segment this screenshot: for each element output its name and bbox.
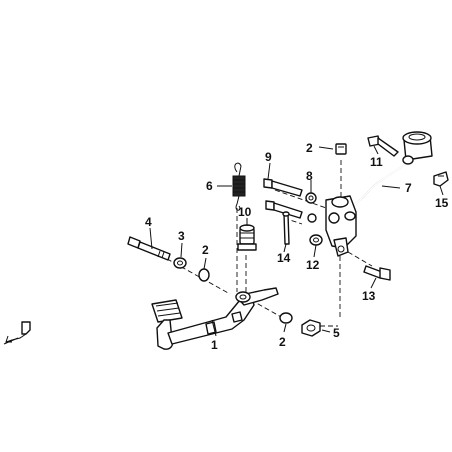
- brake-pedal: [151, 287, 279, 350]
- callout-11: 11: [370, 155, 383, 169]
- callout-5: 5: [333, 326, 340, 340]
- callout-2-lower: 2: [279, 335, 286, 349]
- callout-2-top: 2: [306, 141, 313, 155]
- callout-7: 7: [405, 181, 412, 195]
- mounting-bolt-9-lower: [265, 200, 303, 219]
- brake-hose-7: [345, 161, 409, 211]
- callout-2-upper: 2: [202, 243, 209, 257]
- callout-3: 3: [178, 229, 185, 243]
- callouts: 1 2 2 2 3 4 5 6 7 8 9 10 11 12 13 14 15: [145, 141, 449, 352]
- callout-6: 6: [206, 179, 213, 193]
- callout-15: 15: [435, 196, 449, 210]
- o-ring-8: [305, 192, 317, 223]
- clip-15: [433, 171, 449, 187]
- callout-13: 13: [362, 289, 376, 303]
- callout-8: 8: [306, 169, 313, 183]
- washer-2-upper: [198, 268, 210, 282]
- callout-1: 1: [211, 338, 218, 352]
- master-cylinder: [325, 195, 357, 257]
- bolt-2-top: [335, 143, 347, 155]
- washer-3: [173, 257, 187, 269]
- washer-2-lower: [279, 312, 293, 324]
- banjo-bolt-11: [367, 135, 399, 157]
- callout-10: 10: [238, 205, 252, 219]
- washer-12: [309, 234, 323, 246]
- mounting-bolt-9-upper: [263, 178, 303, 197]
- callout-14: 14: [277, 251, 291, 265]
- return-spring-6: [232, 162, 246, 211]
- callout-12: 12: [306, 258, 320, 272]
- leader-lines: [149, 145, 444, 337]
- pivot-collar-10: [237, 224, 257, 251]
- callout-4: 4: [145, 215, 152, 229]
- push-rod-bolt-13: [363, 265, 391, 281]
- cotter-pin-14: [282, 211, 290, 245]
- nut-5: [301, 319, 321, 337]
- front-direction-arrow-icon: [3, 321, 31, 345]
- pivot-bolt-4: [127, 236, 171, 261]
- fluid-reservoir: [402, 131, 433, 165]
- callout-9: 9: [265, 150, 272, 164]
